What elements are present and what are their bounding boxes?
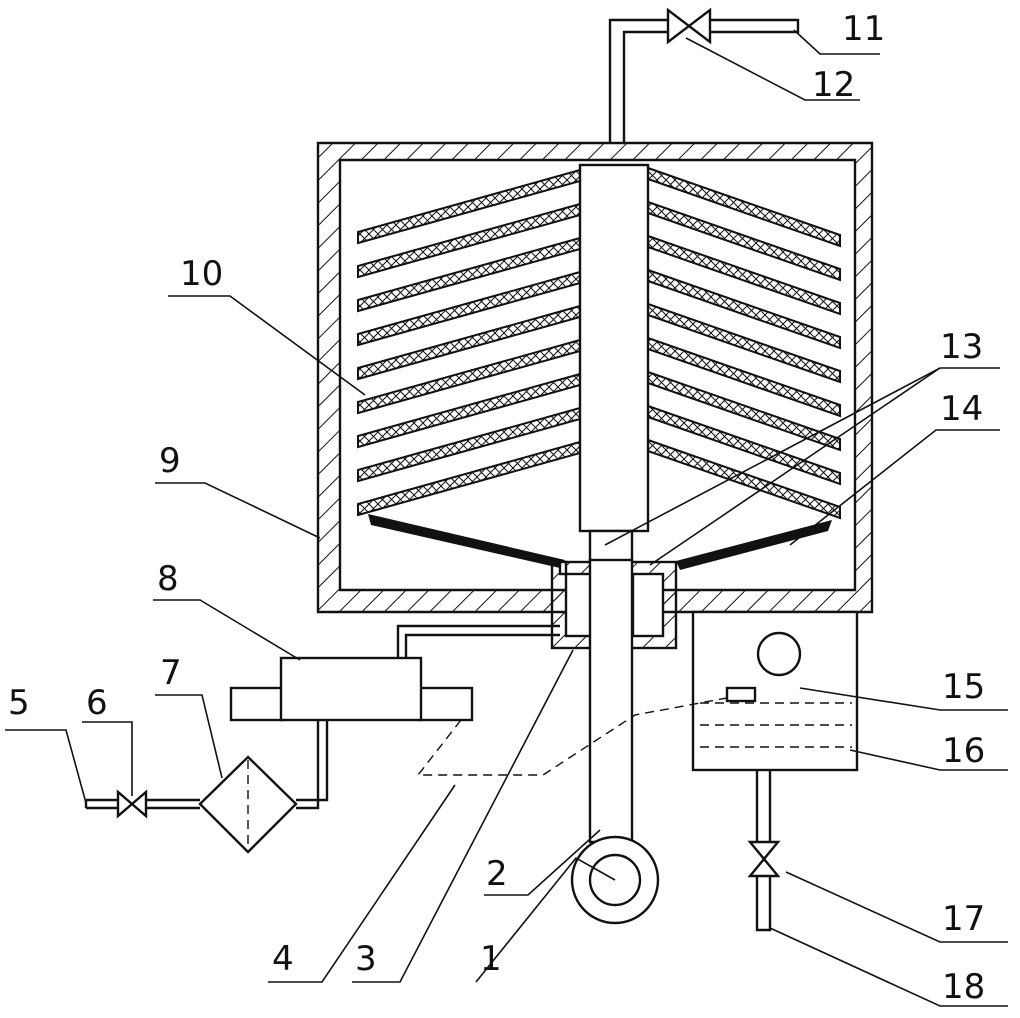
mesh-fin bbox=[358, 238, 580, 311]
separator-unit bbox=[231, 658, 472, 720]
mesh-fins-right bbox=[648, 168, 840, 518]
mesh-fin bbox=[648, 168, 840, 246]
label-10: 10 bbox=[180, 254, 223, 294]
label-16: 16 bbox=[942, 731, 985, 771]
label-2: 2 bbox=[486, 854, 508, 894]
label-6: 6 bbox=[86, 683, 108, 723]
mesh-fin bbox=[358, 374, 580, 447]
label-11: 11 bbox=[842, 9, 885, 49]
label-4: 4 bbox=[272, 939, 294, 979]
label-1: 1 bbox=[480, 939, 502, 979]
mesh-fin bbox=[648, 236, 840, 314]
label-3: 3 bbox=[355, 939, 377, 979]
label-15: 15 bbox=[942, 667, 985, 707]
mesh-fins-left bbox=[358, 170, 580, 515]
mesh-fin bbox=[648, 270, 840, 348]
central-column bbox=[580, 165, 648, 563]
mesh-fin bbox=[358, 170, 580, 243]
side-container bbox=[693, 612, 857, 770]
label-8: 8 bbox=[157, 559, 179, 599]
mesh-fin bbox=[648, 338, 840, 416]
drain-pipe bbox=[750, 770, 778, 930]
mesh-fin bbox=[648, 372, 840, 450]
label-18: 18 bbox=[942, 967, 985, 1007]
shaft bbox=[590, 560, 632, 842]
mesh-fin bbox=[358, 408, 580, 481]
mesh-fin bbox=[648, 202, 840, 280]
mesh-fin bbox=[358, 442, 580, 515]
mesh-fin bbox=[358, 272, 580, 345]
mesh-fin bbox=[358, 306, 580, 379]
label-9: 9 bbox=[159, 441, 181, 481]
mesh-fin bbox=[648, 304, 840, 382]
filter-inlet-assembly bbox=[86, 757, 296, 852]
label-13: 13 bbox=[940, 327, 983, 367]
mesh-fin bbox=[358, 340, 580, 413]
top-outlet-pipe bbox=[610, 10, 798, 143]
label-7: 7 bbox=[160, 653, 182, 693]
label-14: 14 bbox=[940, 389, 983, 429]
label-12: 12 bbox=[812, 65, 855, 105]
label-5: 5 bbox=[8, 683, 30, 723]
label-17: 17 bbox=[942, 899, 985, 939]
mesh-fin bbox=[358, 204, 580, 277]
